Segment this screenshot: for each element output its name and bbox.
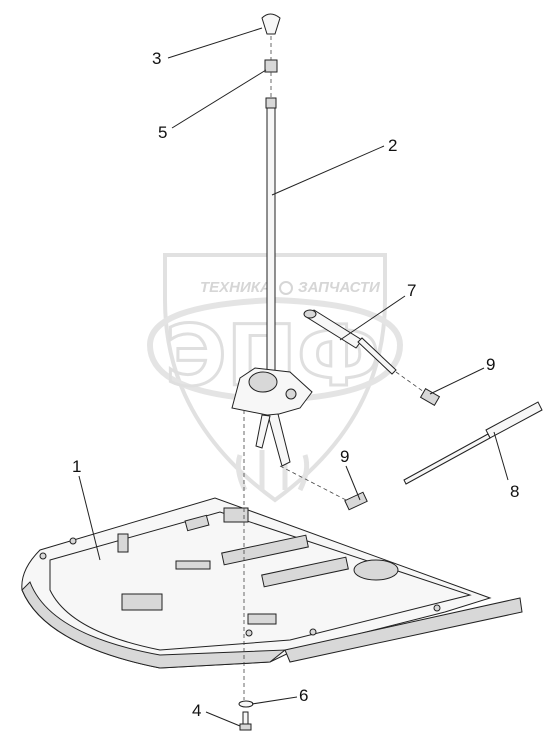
plate-cup — [353, 559, 399, 581]
callout-9-upper: 9 — [486, 355, 495, 374]
plate-hole — [433, 604, 441, 612]
plate-right-rail — [284, 597, 523, 663]
callout-7: 7 — [407, 281, 416, 300]
ball-joint-lower — [344, 491, 368, 511]
bracket-arm — [267, 413, 291, 467]
callout-3: 3 — [152, 49, 161, 68]
callout-5: 5 — [158, 123, 167, 142]
watermark-ring — [146, 296, 404, 404]
callout-8: 8 — [510, 482, 519, 501]
rod-body — [266, 104, 276, 411]
bracket-arm — [255, 414, 271, 449]
spring-rod — [357, 337, 397, 375]
bolt-head — [239, 723, 252, 731]
leader-lines — [78, 27, 509, 727]
bracket-roller — [248, 371, 278, 393]
plate-hole — [245, 629, 253, 637]
bracket-pivot — [285, 388, 297, 400]
knob-body — [261, 13, 281, 35]
plate-hole — [309, 628, 317, 636]
spring-rod — [403, 433, 491, 485]
watermark-left-word: ТЕХНИКА — [200, 279, 271, 296]
plate-inner-rim — [49, 511, 472, 651]
watermark-shield — [163, 253, 387, 503]
bolt — [239, 711, 252, 731]
plate-slot — [247, 613, 277, 625]
plate-front-edge — [21, 581, 287, 669]
plate-hole — [69, 537, 77, 545]
washer-body — [238, 700, 254, 708]
shift-lever-rod — [265, 97, 277, 411]
lever-bracket-assembly — [231, 367, 313, 467]
callout-6: 6 — [299, 686, 308, 705]
rod-tip — [265, 97, 277, 109]
plate-slot — [175, 560, 211, 570]
callouts: 3 5 2 7 9 9 8 1 6 4 — [72, 49, 519, 720]
plate-slot — [184, 514, 210, 532]
assembly-axes — [243, 36, 425, 700]
plate-bracket — [121, 593, 163, 611]
plate-post — [117, 533, 129, 553]
washer — [238, 700, 254, 708]
seat-base-plate — [21, 497, 523, 669]
nut-body — [264, 59, 278, 73]
callout-2: 2 — [388, 136, 397, 155]
callout-9-lower: 9 — [340, 447, 349, 466]
spring-eye — [303, 309, 317, 319]
plate-rail-1 — [221, 534, 309, 566]
plate-hole — [39, 552, 47, 560]
knob — [261, 13, 281, 35]
joint-body — [344, 491, 368, 511]
plate-rail-2 — [261, 556, 349, 588]
gas-spring-7 — [303, 309, 397, 375]
callout-1: 1 — [72, 457, 81, 476]
callout-4: 4 — [192, 701, 201, 720]
plate-block — [223, 507, 249, 523]
gas-spring-8 — [403, 401, 543, 485]
nut — [264, 59, 278, 73]
watermark-right-word: ЗАПЧАСТИ — [298, 279, 381, 296]
watermark-gear-icon — [279, 281, 293, 295]
